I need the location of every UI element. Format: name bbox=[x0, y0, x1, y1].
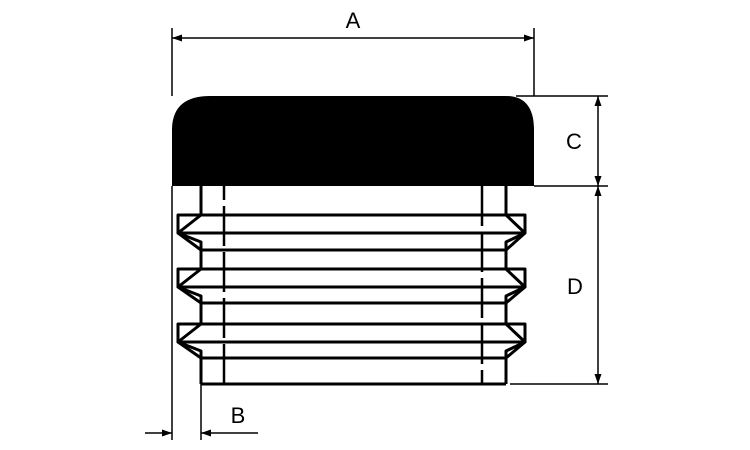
insert-body bbox=[176, 186, 527, 386]
rib-3 bbox=[176, 322, 527, 360]
dim-label-d: D bbox=[567, 274, 583, 299]
inner-cavity-hidden-lines bbox=[222, 159, 484, 384]
dim-label-c: C bbox=[566, 129, 582, 154]
dim-label-b: B bbox=[231, 403, 246, 428]
cap-head bbox=[172, 96, 534, 186]
rib-1 bbox=[176, 213, 527, 252]
rib-2 bbox=[176, 267, 527, 305]
dim-label-a: A bbox=[346, 8, 361, 33]
dimension-lines bbox=[145, 34, 602, 437]
